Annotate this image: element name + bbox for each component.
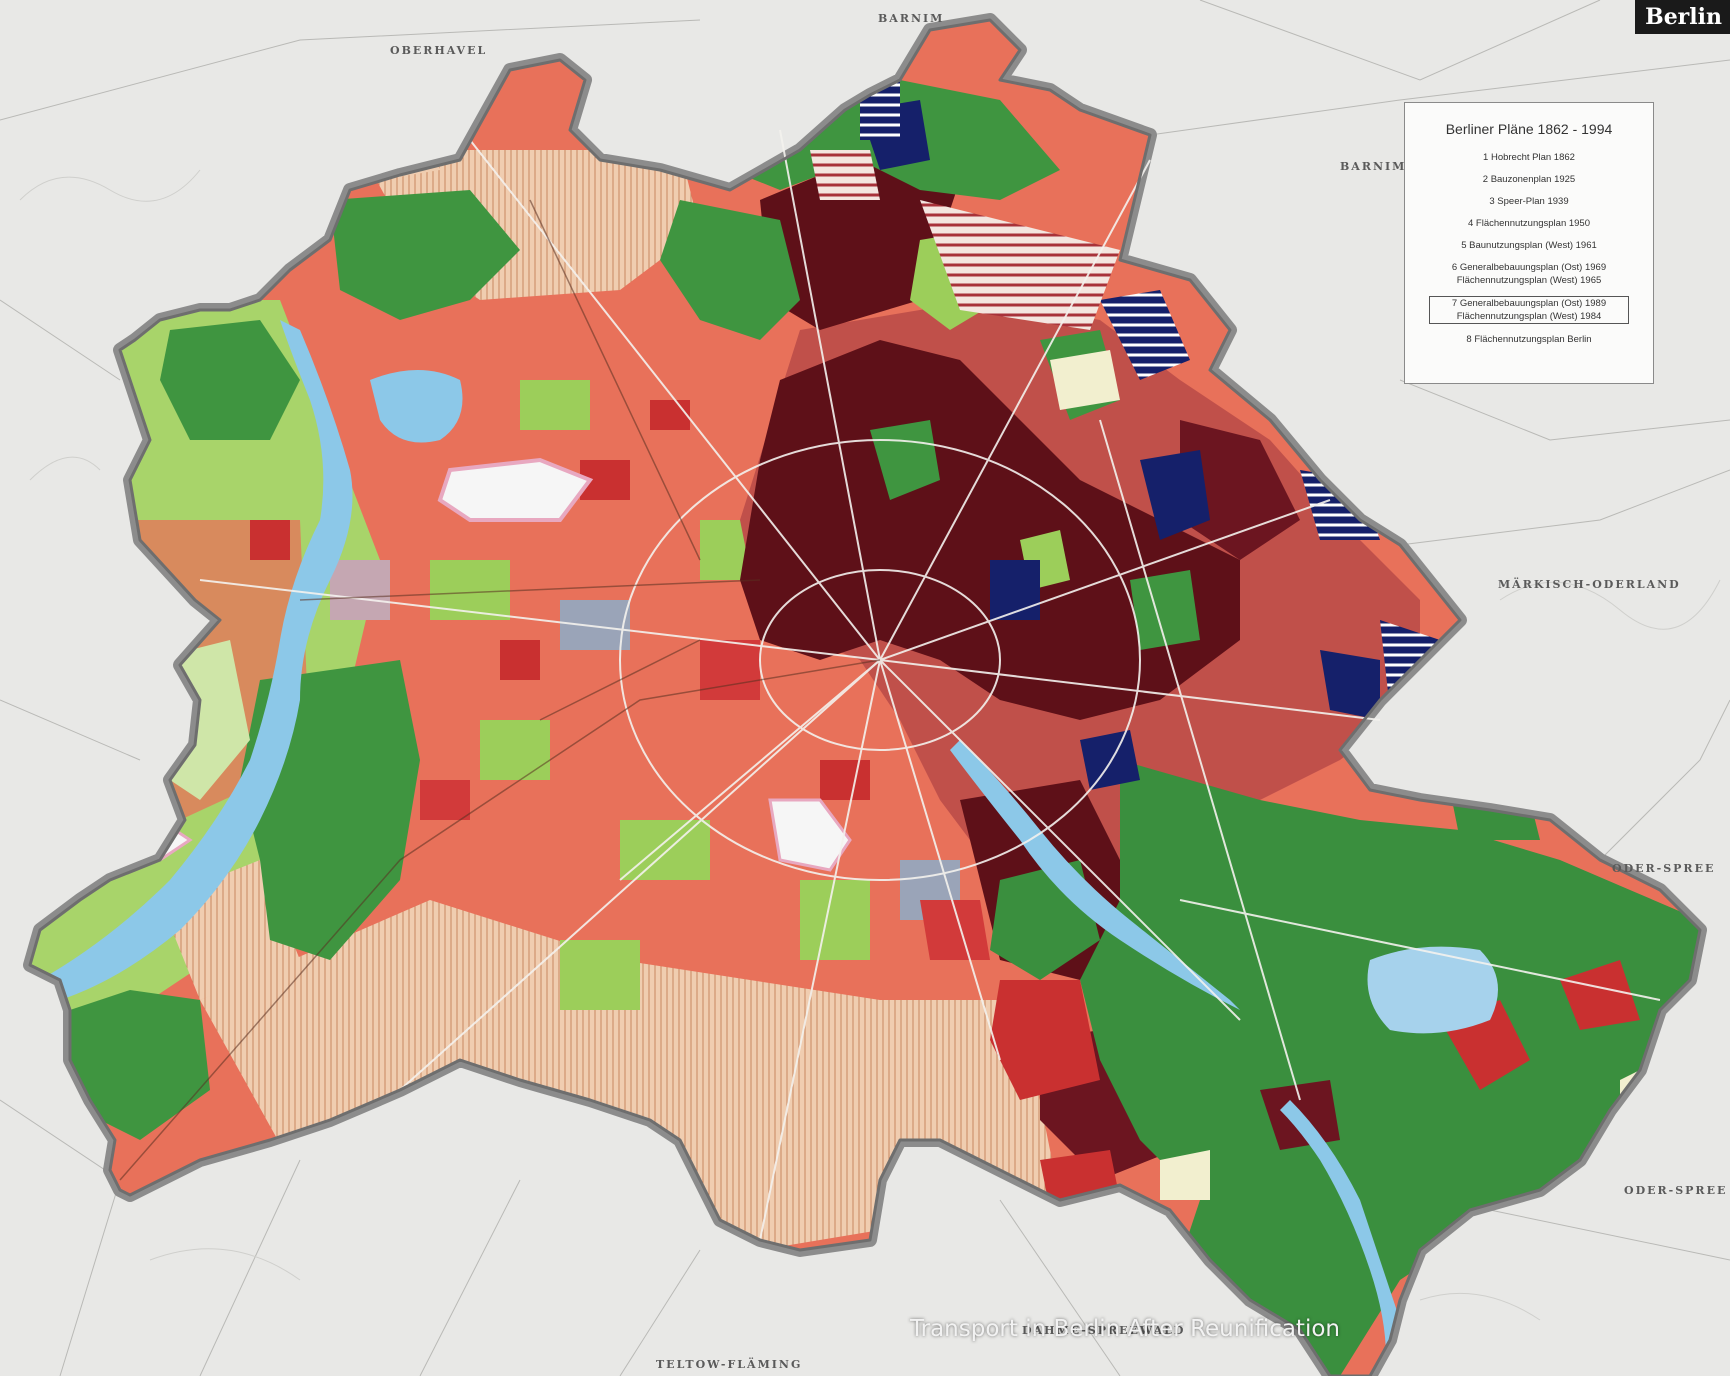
legend-item: 4 Flächennutzungsplan 1950	[1467, 218, 1590, 229]
legend-item: 7 Generalbebauungsplan (Ost) 1989 Fläche…	[1429, 296, 1629, 324]
legend-item: 6 Generalbebauungsplan (Ost) 1969 Fläche…	[1451, 262, 1607, 286]
place-label-oberhavel: OBERHAVEL	[390, 44, 488, 57]
place-label-barnim-right: BARNIM	[1340, 160, 1407, 173]
surrounding-contours	[19, 169, 1721, 1321]
legend-item: 2 Bauzonenplan 1925	[1482, 174, 1576, 185]
legend-item: 5 Baunutzungsplan (West) 1961	[1461, 240, 1597, 251]
place-label-dahme-spreewald: DAHME-SPREEWALD	[1022, 1324, 1186, 1337]
legend-item: 1 Hobrecht Plan 1862	[1483, 152, 1575, 163]
legend-title: Berliner Pläne 1862 - 1994	[1445, 121, 1613, 137]
legend-item: 3 Speer-Plan 1939	[1489, 196, 1569, 207]
map-legend: Berliner Pläne 1862 - 1994 1 Hobrecht Pl…	[1404, 102, 1654, 384]
place-label-teltow-flaeming: TELTOW-FLÄMING	[656, 1358, 803, 1371]
place-label-oder-spree-2: ODER-SPREE	[1624, 1184, 1728, 1197]
place-label-barnim-top: BARNIM	[878, 12, 945, 25]
legend-list: 1 Hobrecht Plan 1862 2 Bauzonenplan 1925 3…	[1405, 151, 1653, 346]
berlin-corner-label: Berlin	[1635, 0, 1730, 34]
legend-item: 8 Flächennutzungsplan Berlin	[1466, 334, 1592, 345]
place-label-maerkisch-oderland: MÄRKISCH-ODERLAND	[1498, 578, 1681, 591]
rail-lines	[119, 199, 881, 1181]
place-label-oder-spree-1: ODER-SPREE	[1612, 862, 1716, 875]
caption: Transport in Berlin After Reunification	[909, 1316, 1340, 1342]
road-network	[199, 129, 1661, 1241]
